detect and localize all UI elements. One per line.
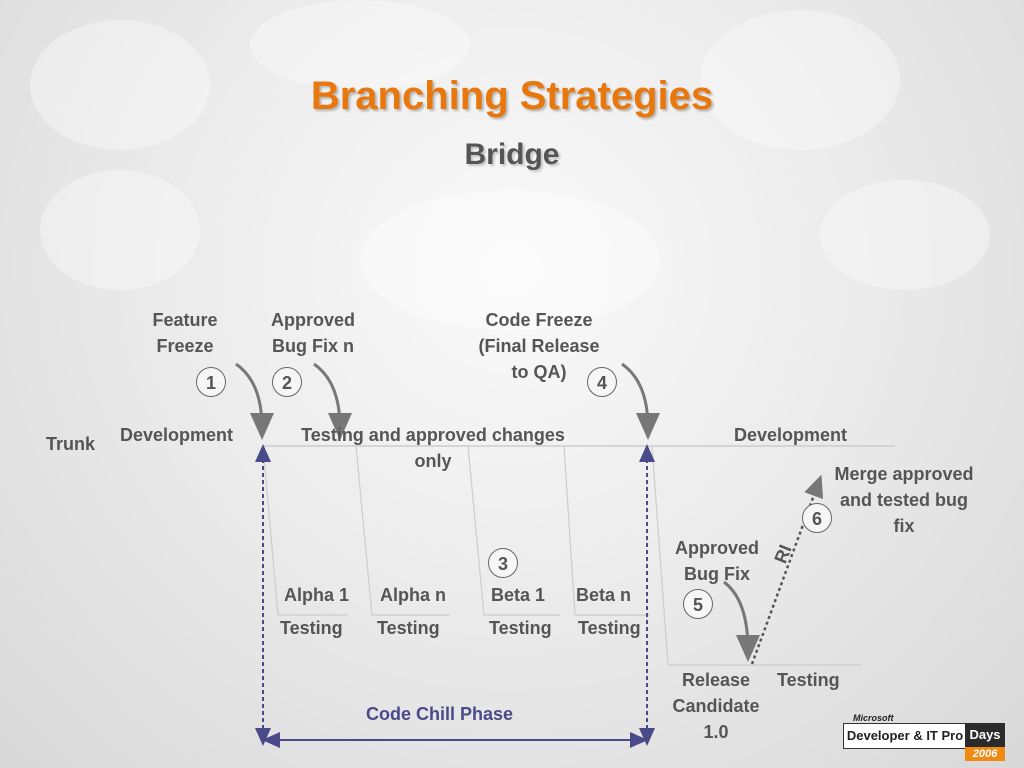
background-paw-shape [820,180,990,290]
merge-approved-label: Merge approved and tested bug fix [834,464,974,536]
step-circle-2: 2 [272,367,302,397]
development-left-label: Development [120,425,234,445]
testing-approved-changes-label: Testing and approved changes only [301,425,565,471]
branch-name-beta-n: Beta n [576,585,632,605]
slide-title: Branching Strategies [310,74,714,118]
event-name: Developer & IT Pro [843,723,967,749]
feature-freeze-arrow [235,362,274,440]
background-paw-shape [360,190,660,330]
approved-bug-fix-n-arrow [313,362,352,440]
branch-status-alpha-1: Testing [280,618,343,638]
step-circle-1: 1 [196,367,226,397]
step-circle-3: 3 [488,548,518,578]
approved-bug-fix-label: Approved Bug Fix [674,538,759,584]
background-paw-shape [30,20,210,150]
background-paw-shape [250,0,470,90]
branch-line-alpha-n [355,445,450,616]
step-circle-6: 6 [802,503,832,533]
branch-line-beta-1 [467,445,560,616]
approved-bug-fix-arrow [723,580,760,662]
branch-line-beta-n [563,445,650,616]
branch-status-alpha-n: Testing [377,618,440,638]
release-candidate-label: Release Candidate 1.0 [672,670,760,742]
branch-name-beta-1: Beta 1 [491,585,546,605]
approved-bug-fix-n-label: Approved Bug Fix n [270,310,355,356]
step-circle-4: 4 [587,367,617,397]
background-paw-shape [40,170,200,290]
trunk-label: Trunk [46,434,96,454]
release-testing-label: Testing [777,670,840,690]
code-freeze-arrow [621,362,660,440]
branch-line-release-candidate [651,445,862,666]
branch-status-beta-n: Testing [578,618,641,638]
microsoft-wordmark: Microsoft [853,713,894,723]
branch-status-beta-1: Testing [489,618,552,638]
background-paw-shape [700,10,900,150]
development-right-label: Development [734,425,848,445]
branch-name-alpha-n: Alpha n [380,585,446,605]
slide-subtitle: Bridge [464,138,560,171]
code-chill-phase-label: Code Chill Phase [366,704,514,724]
event-logo: Microsoft Developer & IT Pro Days 2006 [843,713,1013,761]
step-circle-5: 5 [683,589,713,619]
feature-freeze-label: Feature Freeze [152,310,218,356]
ri-merge-arrow [750,474,824,665]
event-days: Days [965,723,1005,747]
code-freeze-label: Code Freeze (Final Release to QA) [478,310,600,382]
event-year: 2006 [965,747,1005,761]
branch-name-alpha-1: Alpha 1 [284,585,350,605]
